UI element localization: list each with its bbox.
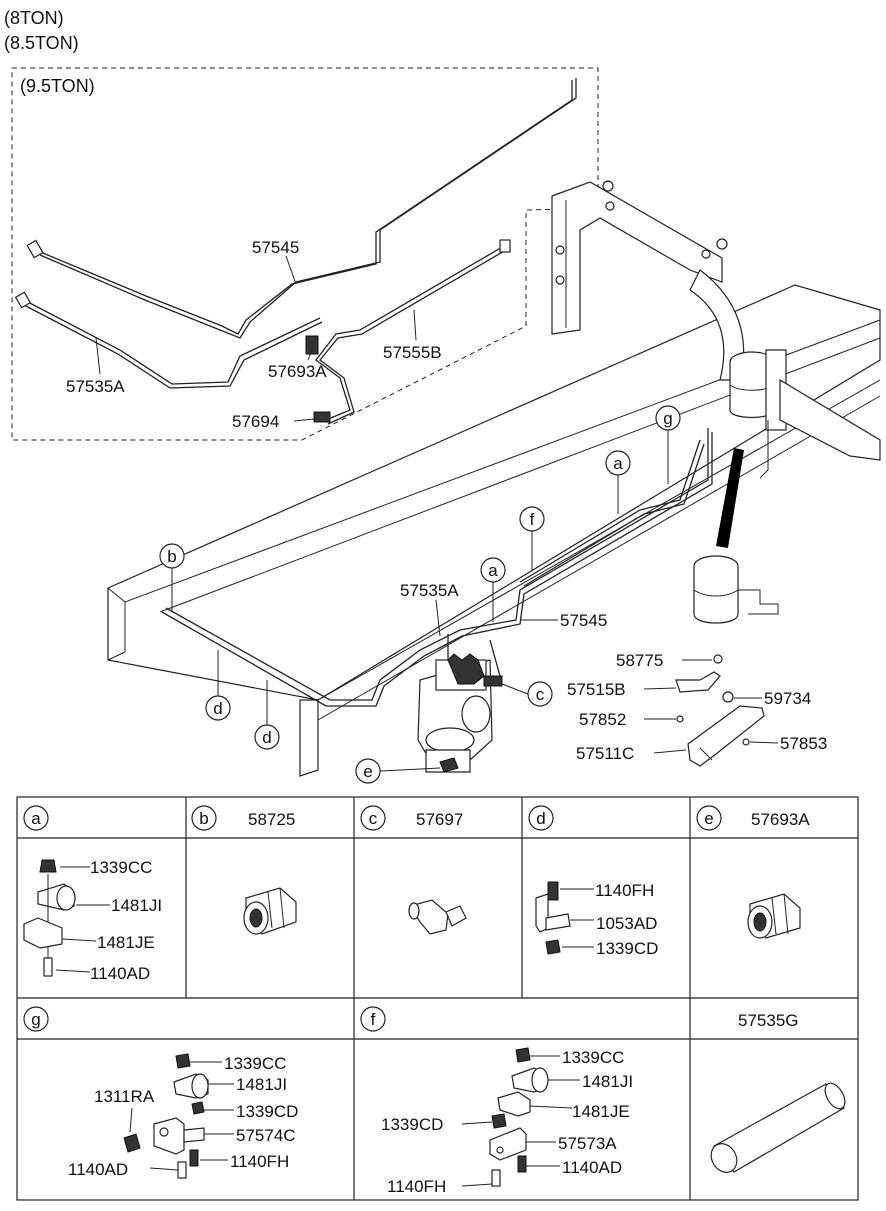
valve-assembly bbox=[417, 653, 503, 773]
svg-text:d: d bbox=[213, 699, 222, 718]
svg-text:1481JI: 1481JI bbox=[236, 1075, 287, 1094]
svg-text:1339CC: 1339CC bbox=[90, 858, 152, 877]
fitting-58725-icon bbox=[243, 887, 297, 935]
fitting-57694-inset bbox=[313, 411, 331, 423]
svg-text:g: g bbox=[31, 1010, 40, 1029]
parts-table bbox=[16, 796, 859, 1201]
variant-8ton: (8TON) bbox=[4, 8, 64, 28]
arrow-to-exploded-dryer bbox=[716, 448, 744, 548]
callout-e: e bbox=[355, 758, 441, 784]
fitting-57693A-inset bbox=[305, 335, 319, 355]
svg-text:1140AD: 1140AD bbox=[562, 1158, 622, 1177]
callout-f: f bbox=[519, 506, 545, 570]
label-57555B: 57555B bbox=[383, 343, 442, 362]
label-57545-mid: 57545 bbox=[560, 611, 607, 630]
label-57535A-top: 57535A bbox=[66, 377, 125, 396]
header-cell-e: e 57693A bbox=[696, 805, 810, 831]
label-57511C: 57511C bbox=[576, 744, 634, 763]
label-59734: 59734 bbox=[764, 689, 811, 708]
svg-text:a: a bbox=[613, 454, 623, 473]
svg-text:1481JI: 1481JI bbox=[111, 896, 162, 915]
fitting-57693A-icon bbox=[747, 893, 801, 939]
label-57693A: 57693A bbox=[268, 362, 327, 381]
svg-text:1481JI: 1481JI bbox=[582, 1072, 633, 1091]
svg-text:1339CD: 1339CD bbox=[596, 939, 658, 958]
part-57535G: 57535G bbox=[738, 1011, 799, 1030]
air-dryer-exploded bbox=[675, 555, 779, 767]
callout-b: b bbox=[159, 543, 185, 612]
svg-text:d: d bbox=[262, 728, 271, 747]
header-cell-g: g bbox=[23, 1006, 49, 1032]
cell-g-body: 1339CC 1481JI 1311RA 1339CD 57574C 1140A… bbox=[68, 1053, 298, 1179]
svg-text:a: a bbox=[31, 809, 41, 828]
callout-d-left: d bbox=[205, 650, 231, 721]
label-57852: 57852 bbox=[579, 710, 626, 729]
variant-9-5ton: (9.5TON) bbox=[20, 76, 95, 96]
header-cell-a: a bbox=[23, 805, 49, 831]
svg-text:e: e bbox=[704, 809, 713, 828]
svg-text:e: e bbox=[363, 762, 372, 781]
header-cell-f: f bbox=[360, 1006, 386, 1032]
label-57545-top: 57545 bbox=[252, 238, 299, 257]
part-58725: 58725 bbox=[248, 810, 295, 829]
chassis-frame-rail bbox=[107, 284, 881, 777]
svg-text:c: c bbox=[369, 809, 378, 828]
callout-c: c bbox=[501, 681, 553, 707]
svg-text:1140FH: 1140FH bbox=[230, 1152, 289, 1171]
part-57697: 57697 bbox=[416, 810, 463, 829]
callout-g: g bbox=[655, 405, 681, 484]
label-57515B: 57515B bbox=[567, 680, 626, 699]
part-57693A: 57693A bbox=[751, 810, 810, 829]
elbow-57697-icon bbox=[408, 899, 467, 935]
callout-a-upper: a bbox=[605, 450, 631, 514]
cell-a-body: 1339CC 1481JI 1481JE 1140AD bbox=[23, 858, 162, 983]
label-57694: 57694 bbox=[232, 412, 279, 431]
svg-text:1481JE: 1481JE bbox=[97, 933, 155, 952]
svg-text:f: f bbox=[530, 510, 535, 529]
svg-text:57573A: 57573A bbox=[558, 1134, 617, 1153]
svg-text:1339CC: 1339CC bbox=[562, 1048, 624, 1067]
svg-text:d: d bbox=[536, 809, 545, 828]
svg-text:1339CD: 1339CD bbox=[381, 1115, 443, 1134]
main-pipes bbox=[161, 428, 713, 707]
label-57535A-mid: 57535A bbox=[400, 581, 459, 600]
svg-text:a: a bbox=[488, 561, 498, 580]
callout-d-right: d bbox=[254, 680, 280, 750]
svg-text:1140FH: 1140FH bbox=[387, 1177, 446, 1196]
callout-a-lower: a bbox=[480, 557, 506, 622]
svg-text:b: b bbox=[167, 547, 176, 566]
label-58775: 58775 bbox=[616, 651, 663, 670]
header-cell-d: d bbox=[528, 805, 554, 831]
svg-text:1339CD: 1339CD bbox=[236, 1102, 298, 1121]
svg-text:b: b bbox=[199, 809, 208, 828]
svg-text:1140FH: 1140FH bbox=[595, 881, 654, 900]
inset-9-5ton-box bbox=[11, 67, 599, 441]
cross-member-bracket bbox=[551, 180, 745, 381]
svg-text:1140AD: 1140AD bbox=[68, 1160, 128, 1179]
header-cell-c: c 57697 bbox=[360, 805, 463, 831]
inset-pipe-57535A bbox=[14, 291, 323, 389]
inset-pipe-57555B bbox=[315, 239, 511, 425]
svg-text:57574C: 57574C bbox=[236, 1126, 296, 1145]
svg-text:1481JE: 1481JE bbox=[572, 1102, 630, 1121]
cell-f-body: 1339CC 1481JI 1481JE 1339CD 57573A 1140A… bbox=[381, 1047, 633, 1196]
svg-text:c: c bbox=[536, 685, 545, 704]
svg-text:1311RA: 1311RA bbox=[94, 1087, 155, 1106]
air-dryer-installed bbox=[729, 349, 881, 479]
svg-text:f: f bbox=[371, 1010, 376, 1029]
svg-text:1339CC: 1339CC bbox=[224, 1054, 286, 1073]
inset-pipe-57545 bbox=[26, 78, 577, 339]
variant-8-5ton: (8.5TON) bbox=[4, 33, 79, 53]
svg-text:1053AD: 1053AD bbox=[596, 914, 657, 933]
svg-text:g: g bbox=[663, 409, 672, 428]
svg-text:1140AD: 1140AD bbox=[90, 964, 150, 983]
hose-57535G-icon bbox=[710, 1082, 846, 1173]
label-57853: 57853 bbox=[780, 734, 827, 753]
header-cell-b: b 58725 bbox=[191, 805, 295, 831]
cell-d-body: 1140FH 1053AD 1339CD bbox=[535, 881, 658, 958]
